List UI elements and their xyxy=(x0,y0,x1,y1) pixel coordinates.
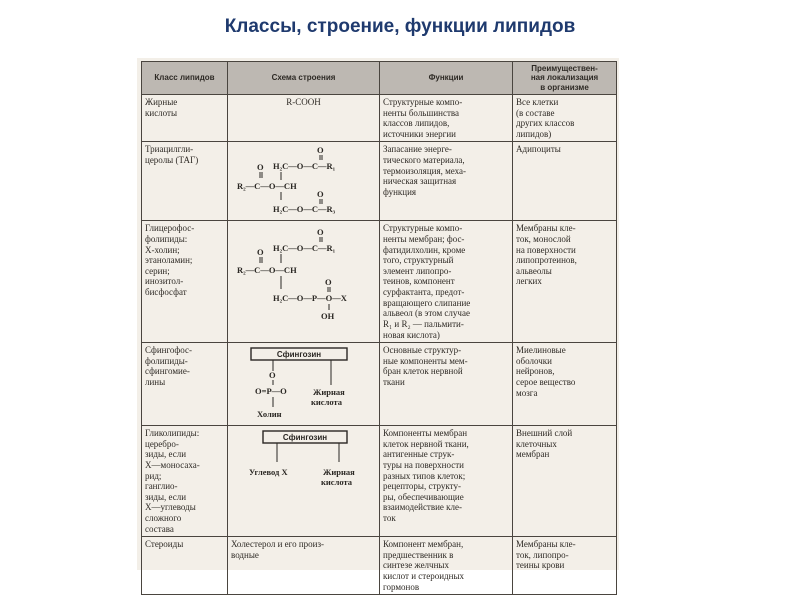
table-row: Глицерофос- фолипиды: Х-холин; этанолами… xyxy=(141,220,617,344)
cell-class: Глицерофос- фолипиды: Х-холин; этанолами… xyxy=(141,220,228,344)
gly-fatty-acid-1: Жирная xyxy=(323,467,355,477)
sphingosine-label: Сфингозин xyxy=(277,350,321,359)
header-location: Преимуществен- ная локализация в организ… xyxy=(512,61,617,95)
header-class: Класс липидов xyxy=(141,61,228,95)
cell-location: Все клетки (в составе других классов лип… xyxy=(512,93,617,143)
header-functions: Функции xyxy=(379,61,513,95)
cell-functions: Структурные компо- ненты мембран; фос- ф… xyxy=(379,220,513,344)
scheme-description: Холестерол и его произ- водные xyxy=(231,539,325,560)
cell-scheme: R-COOH xyxy=(227,93,380,143)
tag-bottom-line: H₂C—O—C—R₃ xyxy=(273,204,336,214)
cell-scheme: Сфингозин O O=P—O Жирная кислота Холин xyxy=(227,342,380,427)
gpl-bottom-line: H₂C—O—P—O—X xyxy=(273,293,348,303)
cell-class: Сфингофос- фолипиды- сфингомие- лины xyxy=(141,342,228,427)
scheme-formula: R-COOH xyxy=(286,97,321,107)
sph-fatty-acid-1: Жирная xyxy=(313,387,345,397)
cell-location: Мембраны кле- ток, липопро- теины крови xyxy=(512,536,617,596)
cell-functions: Компонент мембран, предшественник в синт… xyxy=(379,536,513,596)
table-row: Сфингофос- фолипиды- сфингомие- лины Сфи… xyxy=(141,342,617,427)
table-row: Жирные кислоты R-COOH Структурные компо-… xyxy=(141,93,617,143)
header-scheme: Схема строения xyxy=(227,61,380,95)
gpl-oxygen-2: O xyxy=(257,247,264,257)
lipids-table: Класс липидов Схема строения Функции Пре… xyxy=(141,61,617,596)
tag-oxygen-2: O xyxy=(257,162,264,172)
table-row: Гликолипиды: церебро- зиды, если X—монос… xyxy=(141,425,617,538)
gpl-oxygen-3: O xyxy=(325,277,332,287)
cell-scheme: O H₂C—O—C—R₁ O R₂—C—O—CH O H₂C—O—P—O—X O… xyxy=(227,220,380,344)
glycerophospholipid-structure-diagram: O H₂C—O—C—R₁ O R₂—C—O—CH O H₂C—O—P—O—X O… xyxy=(237,227,348,321)
gpl-top-line: H₂C—O—C—R₁ xyxy=(273,243,336,253)
cell-functions: Компоненты мембран клеток нервной ткани,… xyxy=(379,425,513,538)
table-header-row: Класс липидов Схема строения Функции Пре… xyxy=(141,61,617,95)
cell-functions: Основные структур- ные компоненты мем- б… xyxy=(379,342,513,427)
gly-carbohydrate: Углевод X xyxy=(249,467,288,477)
glycolipid-structure-diagram: Сфингозин Углевод X Жирная кислота xyxy=(249,430,355,487)
cell-functions: Структурные компо- ненты большинства кла… xyxy=(379,93,513,143)
sphingosine-box xyxy=(262,430,348,444)
tag-oxygen-3: O xyxy=(317,189,324,199)
tag-top-line: H₂C—O—C—R₁ xyxy=(273,161,336,171)
sph-fatty-acid-2: кислота xyxy=(311,397,343,407)
cell-functions: Запасание энерге- тического материала, т… xyxy=(379,141,513,222)
cell-location: Миелиновые оболочки нейронов, серое веще… xyxy=(512,342,617,427)
cell-location: Адипоциты xyxy=(512,141,617,222)
tag-oxygen-1: O xyxy=(317,145,324,155)
cell-class: Стероиды xyxy=(141,536,228,596)
sph-phosphate: O=P—O xyxy=(255,386,287,396)
cell-scheme: Холестерол и его произ- водные xyxy=(227,536,380,596)
sphingosine-label: Сфингозин xyxy=(283,433,327,442)
gpl-oxygen-1: O xyxy=(317,227,324,237)
sphingomyelin-structure-diagram: Сфингозин O O=P—O Жирная кислота Холин xyxy=(250,347,348,419)
cell-class: Триацилгли- церолы (ТАГ) xyxy=(141,141,228,222)
slide-title: Классы, строение, функции липидов xyxy=(224,16,576,37)
cell-scheme: O H₂C—O—C—R₁ O R₂—C—O—CH O H₂C—O—C—R₃ xyxy=(227,141,380,222)
sph-choline: Холин xyxy=(257,409,282,419)
sphingosine-box xyxy=(250,347,348,361)
cell-location: Внешний слой клеточных мембран xyxy=(512,425,617,538)
cell-class: Жирные кислоты xyxy=(141,93,228,143)
table-row: Триацилгли- церолы (ТАГ) O H₂C—O—C—R₁ O … xyxy=(141,141,617,222)
table-row: Стероиды Холестерол и его произ- водные … xyxy=(141,536,617,596)
cell-class: Гликолипиды: церебро- зиды, если X—монос… xyxy=(141,425,228,538)
cell-location: Мембраны кле- ток, монослой на поверхнос… xyxy=(512,220,617,344)
tag-structure-diagram: O H₂C—O—C—R₁ O R₂—C—O—CH O H₂C—O—C—R₃ xyxy=(237,145,336,214)
sph-oxygen: O xyxy=(269,370,276,380)
tag-mid-line: R₂—C—O—CH xyxy=(237,181,297,191)
gpl-hydroxyl: OH xyxy=(321,311,335,321)
gpl-mid-line: R₂—C—O—CH xyxy=(237,265,297,275)
gly-fatty-acid-2: кислота xyxy=(321,477,353,487)
cell-scheme: Сфингозин Углевод X Жирная кислота xyxy=(227,425,380,538)
